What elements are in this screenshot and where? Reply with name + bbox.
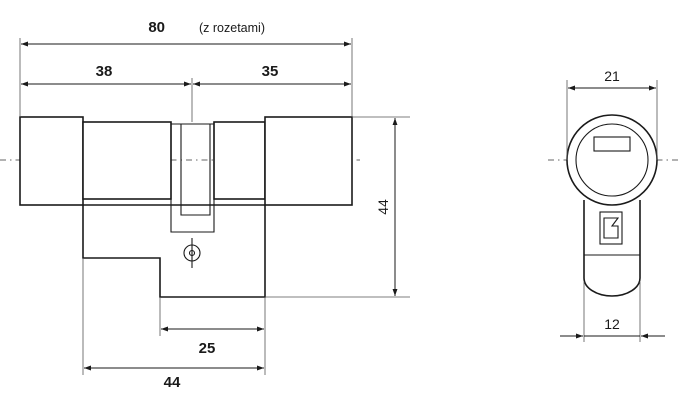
dim-overall-note: (z rozetami): [199, 21, 265, 35]
front-cam-window: [593, 136, 631, 152]
dim-cam-label: 25: [199, 340, 216, 357]
cam-slot-outer: [170, 122, 215, 233]
cam-slot-inner: [180, 124, 211, 216]
front-view: 21 12: [548, 68, 678, 342]
dim-overall-label: 80: [148, 19, 165, 36]
right-barrel: [213, 121, 266, 200]
front-outer-circle: [566, 114, 658, 206]
dim-left-half-label: 38: [96, 63, 113, 80]
front-stem: [583, 200, 641, 297]
cylinder-body: [82, 204, 266, 298]
dim-right-half-label: 35: [262, 63, 279, 80]
dim-front-bottom-label: 12: [604, 316, 620, 332]
left-barrel: [82, 121, 172, 200]
screw-hole-icon: [183, 238, 201, 268]
right-knob: [264, 116, 353, 206]
front-inner-circle: [575, 123, 649, 197]
key-slot-icon: [599, 211, 623, 245]
side-view: 80 (z rozetami) 38 35 44 25 44: [0, 19, 410, 391]
dim-front-width-label: 21: [604, 68, 620, 84]
dim-height-label: 44: [375, 199, 391, 215]
left-knob: [19, 116, 84, 206]
dim-body-label: 44: [164, 374, 181, 391]
